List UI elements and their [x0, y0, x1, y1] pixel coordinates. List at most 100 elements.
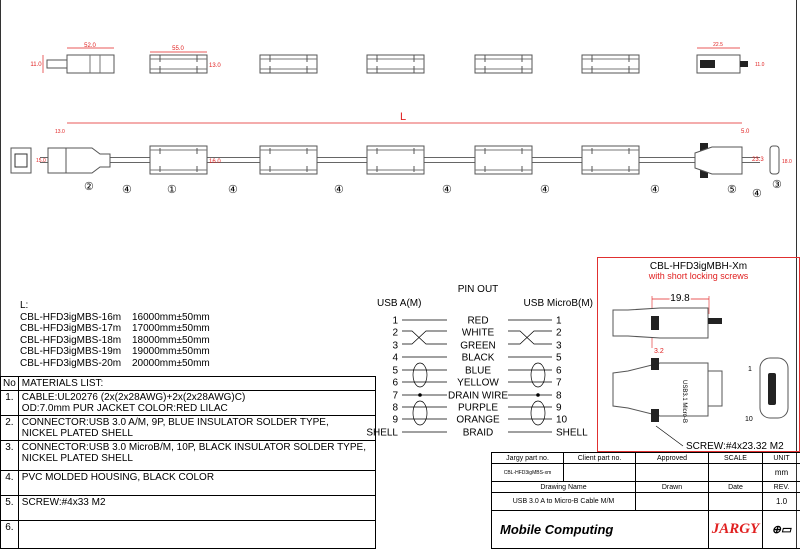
callout-4: ④: [334, 184, 344, 196]
top-usb-a-connector: 52.0 11.0: [30, 43, 115, 74]
length-part: CBL-HFD3igMBS-20m: [20, 357, 122, 369]
materials-no: 4.: [0, 470, 19, 496]
materials-row: 5.SCREW:#4x33 M2: [0, 495, 377, 521]
pinout-right-header: USB MicroB(M): [524, 298, 593, 309]
drawing-name: USB 3.0 A to Micro-B Cable M/M: [491, 492, 636, 511]
usb-a-connector: 15.0: [10, 147, 111, 174]
pin-right: 3: [556, 341, 562, 352]
dim-ferrite-height: 13.0: [209, 63, 221, 69]
pin-left: 3: [392, 341, 398, 352]
dim-l-label: L: [400, 111, 406, 123]
jargy-part-label: Jargy part no.: [491, 452, 564, 464]
pinout-title: PIN OUT: [458, 284, 499, 295]
variant-detail-box: CBL-HFD3igMBH-Xm with short locking scre…: [597, 257, 800, 452]
callout-4: ④: [122, 184, 132, 196]
length-item: CBL-HFD3igMBS-18m 18000mm±50mm: [20, 335, 210, 347]
length-value: 20000mm±50mm: [132, 357, 210, 369]
variant-screw-label: SCREW:#4x23.32 M2: [686, 441, 784, 452]
wire-color: ORANGE: [456, 415, 500, 426]
variant-subtitle: with short locking screws: [648, 271, 749, 281]
pin-left: 7: [392, 391, 398, 402]
wire-color: YELLOW: [457, 378, 499, 389]
wire-color: BRAID: [463, 428, 494, 439]
pin-right: SHELL: [556, 428, 588, 439]
wire-color: DRAIN WIRE: [448, 391, 508, 402]
variant-drawing: 19.8 3.2 USB3.1 Micro-B 1 10 SCREW:#4x23…: [612, 292, 789, 452]
callout-4: ④: [752, 188, 762, 200]
materials-row: 3.CONNECTOR:USB 3.0 MicroB/M, 10P, BLACK…: [0, 440, 377, 471]
dim-usb-a-height: 11.0: [30, 62, 42, 68]
materials-no: 2.: [0, 415, 19, 441]
top-microb-connector: 22.5 11.0: [696, 42, 765, 74]
variant-dim-length: 19.8: [670, 293, 690, 304]
pin-left: 9: [392, 415, 398, 426]
length-part: CBL-HFD3igMBS-18m: [20, 334, 122, 346]
variant-pin-10: 10: [745, 416, 753, 423]
pin-right: 7: [556, 378, 562, 389]
dim-ferrite-dia: 16.0: [209, 159, 221, 165]
microb-connector: 23.3 18.0: [694, 143, 792, 178]
callout-1: ①: [167, 184, 177, 196]
materials-no: 3.: [0, 440, 19, 471]
length-value: 18000mm±50mm: [132, 334, 210, 346]
length-value: 16000mm±50mm: [132, 311, 210, 323]
scale-label: SCALE: [708, 452, 763, 464]
length-label: L:: [20, 300, 29, 311]
approved-label: Approved: [635, 452, 709, 464]
dim-microb-length: 22.5: [713, 42, 723, 48]
pin-right: 1: [556, 316, 562, 327]
drawing-name-label: Drawing Name: [491, 481, 636, 493]
materials-row: 2.CONNECTOR:USB 3.0 A/M, 9P, BLUE INSULA…: [0, 415, 377, 441]
unit-value: mm: [762, 463, 800, 482]
materials-no: 1.: [0, 390, 19, 416]
length-value: 17000mm±50mm: [132, 323, 210, 334]
materials-no: 6.: [0, 520, 19, 549]
length-item: CBL-HFD3igMBS-20m 20000mm±50mm: [20, 358, 210, 370]
callout-3: ③: [772, 179, 782, 191]
dim-usb-a-width: 15.0: [36, 158, 46, 164]
materials-no-header: No: [0, 376, 19, 391]
wire-color: WHITE: [462, 328, 495, 339]
materials-row: 6.: [0, 520, 377, 549]
callout-4: ④: [650, 184, 660, 196]
jargy-part-no: CBL-HFD3igMBS-xm: [491, 463, 564, 482]
materials-row: 1.CABLE:UL20276 (2x(2x28AWG)+2x(2x28AWG)…: [0, 390, 377, 416]
jargy-logo: JARGY: [708, 510, 763, 549]
callout-4: ④: [228, 184, 238, 196]
materials-no: 5.: [0, 495, 19, 521]
rev-label: REV.: [762, 481, 800, 493]
pin-left: SHELL: [366, 428, 398, 439]
rev-value: 1.0: [762, 492, 800, 511]
dim-microb-offset: 5.0: [741, 129, 750, 135]
client-part-label: Client part no.: [563, 452, 636, 464]
materials-line1: CONNECTOR:USB 3.0 MicroB/M, 10P, BLACK I…: [21, 442, 366, 453]
pin-left: 6: [392, 378, 398, 389]
mobile-computing-logo: Mobile Computing: [491, 510, 709, 549]
dim-microb-height: 23.3: [752, 157, 764, 163]
dim-usb-a-length: 52.0: [84, 43, 96, 49]
drawn-label: Drawn: [635, 481, 709, 493]
pin-right: 2: [556, 328, 562, 339]
wire-color: PURPLE: [458, 403, 498, 414]
pin-right: 6: [556, 366, 562, 377]
pin-left: 4: [392, 353, 398, 364]
materials-line2: OD:7.0mm PUR JACKET COLOR:RED LILAC: [21, 403, 228, 414]
wire-color: BLACK: [462, 353, 495, 364]
wire-color: RED: [467, 316, 488, 327]
variant-connector-label: USB3.1 Micro-B: [681, 380, 687, 423]
unit-label: UNIT: [762, 452, 800, 464]
callout-5: ⑤: [727, 184, 737, 196]
projection-symbol-icon: ⊕▭: [762, 510, 800, 549]
materials-line1: CABLE:UL20276 (2x(2x28AWG)+2x(2x28AWG)C): [21, 392, 246, 403]
materials-row: 4.PVC MOLDED HOUSING, BLACK COLOR: [0, 470, 377, 496]
dim-usb-a-offset: 13.0: [55, 129, 65, 135]
length-part: CBL-HFD3igMBS-16m: [20, 311, 122, 323]
pin-right: 5: [556, 353, 562, 364]
variant-title: CBL-HFD3igMBH-Xm: [649, 261, 748, 272]
pin-left: 1: [392, 316, 398, 327]
length-value: 19000mm±50mm: [132, 346, 210, 357]
